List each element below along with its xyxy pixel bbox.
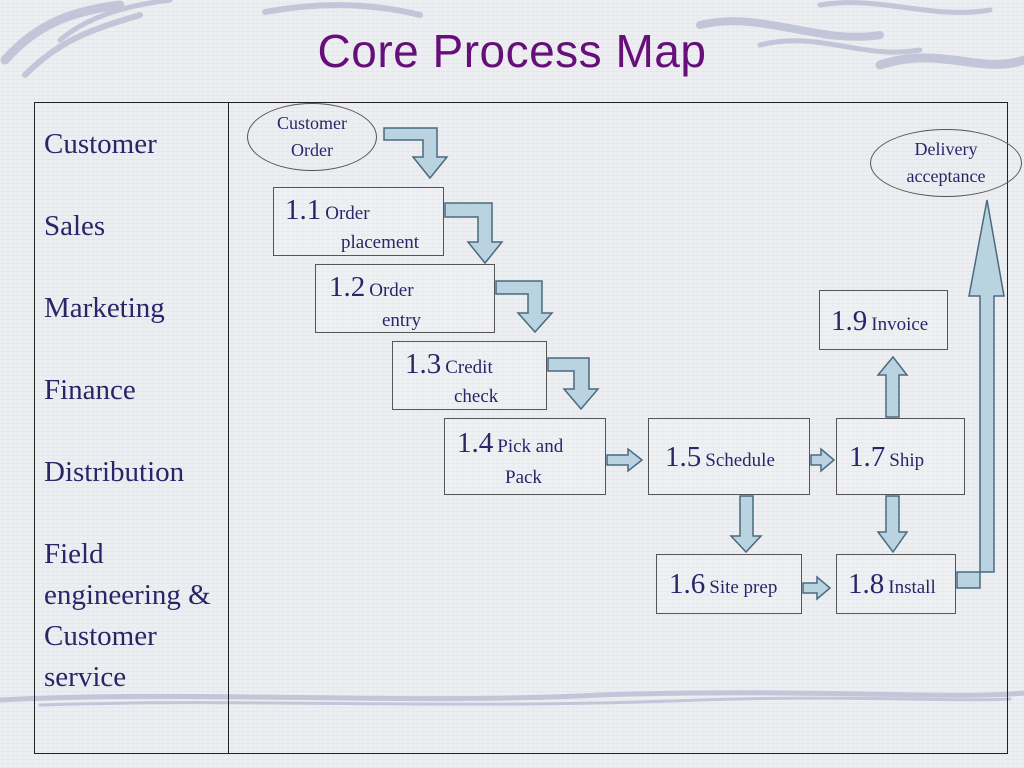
- elbow-arrow: [495, 280, 554, 334]
- delivery-acceptance-oval: Delivery acceptance: [870, 129, 1022, 197]
- role-customer: Customer: [44, 128, 157, 160]
- up-arrow: [876, 355, 909, 418]
- step-label-line2: check: [454, 386, 499, 407]
- step-number: 1.5: [665, 441, 702, 473]
- step-number: 1.6: [669, 568, 706, 600]
- role-field-engineering: Field engineering & Customer service: [44, 538, 211, 693]
- step-1-9-invoice: 1.9 Invoice: [819, 290, 948, 350]
- step-1-5-schedule: 1.5 Schedule: [648, 418, 810, 495]
- step-number: 1.1: [285, 194, 322, 226]
- role-distribution: Distribution: [44, 456, 185, 488]
- step-1-8-install: 1.8 Install: [836, 554, 956, 614]
- step-number: 1.8: [848, 568, 885, 600]
- step-label: Ship: [889, 450, 925, 471]
- oval-line: Customer: [277, 113, 347, 133]
- elbow-arrow: [444, 202, 504, 265]
- elbow-arrow: [383, 127, 449, 180]
- step-label-line2: entry: [382, 310, 422, 331]
- page-title: Core Process Map: [317, 25, 707, 77]
- diagram-frame: [34, 102, 1008, 754]
- down-arrow: [729, 495, 763, 554]
- step-label-line2: Pack: [505, 467, 542, 488]
- step-number: 1.9: [831, 305, 868, 337]
- step-1-7-ship: 1.7 Ship: [836, 418, 965, 495]
- role-finance: Finance: [44, 374, 136, 406]
- down-arrow: [876, 495, 909, 554]
- step-1-6-site-prep: 1.6 Site prep: [656, 554, 802, 614]
- right-arrow: [606, 447, 644, 473]
- step-label: Site prep: [709, 577, 778, 598]
- step-label: Schedule: [705, 450, 775, 471]
- step-label: Invoice: [871, 314, 929, 335]
- step-number: 1.7: [849, 441, 886, 473]
- elbow-up-arrow: [956, 199, 1005, 589]
- step-label: Install: [888, 577, 936, 598]
- step-number: 1.2: [329, 271, 366, 303]
- oval-line: acceptance: [906, 166, 986, 186]
- step-label: Pick and: [497, 436, 564, 457]
- step-label: Order: [325, 203, 370, 224]
- elbow-arrow: [547, 357, 600, 411]
- step-label-line2: placement: [341, 232, 420, 253]
- oval-line: Delivery: [914, 139, 978, 159]
- step-label: Order: [369, 280, 414, 301]
- right-arrow: [802, 575, 832, 601]
- step-1-3-credit-check: 1.3 Credit check: [392, 341, 547, 410]
- role-marketing: Marketing: [44, 292, 165, 324]
- step-1-4-pick-and-pack: 1.4 Pick and Pack: [444, 418, 606, 495]
- step-number: 1.3: [405, 348, 442, 380]
- column-divider: [228, 102, 229, 754]
- right-arrow: [810, 447, 836, 473]
- step-number: 1.4: [457, 427, 494, 459]
- oval-line: Order: [291, 140, 333, 160]
- role-sales: Sales: [44, 210, 106, 242]
- step-label: Credit: [445, 357, 493, 378]
- step-1-1-order-placement: 1.1 Order placement: [273, 187, 444, 256]
- role-list: Customer Sales Marketing Finance Distrib…: [44, 124, 224, 698]
- step-1-2-order-entry: 1.2 Order entry: [315, 264, 495, 333]
